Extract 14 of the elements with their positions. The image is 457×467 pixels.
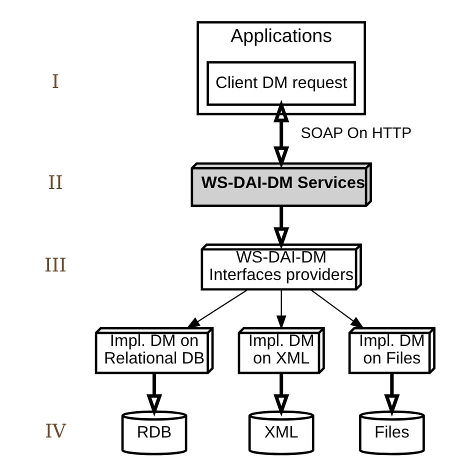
label: IV	[44, 421, 66, 442]
arrow	[273, 206, 289, 250]
arrow	[185, 289, 248, 330]
arrow	[276, 290, 286, 330]
label: I	[51, 72, 59, 93]
label: II	[48, 173, 62, 194]
arrow	[146, 373, 162, 417]
arrow	[273, 100, 289, 169]
arrow	[273, 373, 289, 417]
arrow	[310, 289, 364, 330]
edge-label: SOAP On HTTP	[300, 125, 412, 142]
label: III	[44, 256, 66, 276]
node-box: Client DM request	[206, 61, 356, 106]
arrow	[384, 373, 400, 417]
